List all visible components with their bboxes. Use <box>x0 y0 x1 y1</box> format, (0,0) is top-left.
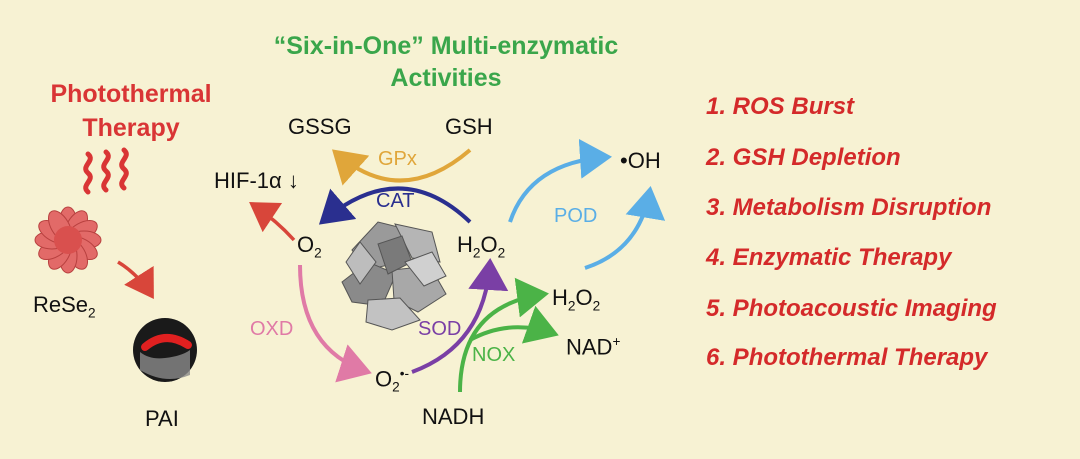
pai-label: PAI <box>145 406 179 431</box>
pod-label: POD <box>554 205 598 227</box>
cat-arrow <box>318 186 472 225</box>
pod-arrow <box>508 138 612 223</box>
nanozyme-cluster-icon <box>341 221 447 331</box>
nox-label: NOX <box>472 344 516 366</box>
outcome-item: 4. Enzymatic Therapy <box>706 244 952 271</box>
nox-arrow-nad <box>469 305 559 344</box>
gssg-label: GSSG <box>288 114 352 139</box>
therapy-title-line1: Photothermal <box>50 80 212 108</box>
superoxide-label: O2•- <box>375 366 410 395</box>
gsh-label: GSH <box>445 114 493 139</box>
pai-image <box>133 318 197 382</box>
outcome-item: 1. ROS Burst <box>706 93 855 120</box>
sod-label: SOD <box>418 318 462 340</box>
o2-label: O2 <box>297 232 322 261</box>
gpx-label: GPx <box>378 148 417 170</box>
gpx-arrow <box>332 148 472 186</box>
oh-label: •OH <box>620 148 661 173</box>
oxd-label: OXD <box>250 318 294 340</box>
h2o2-to-oh-arrow <box>584 186 666 270</box>
heat-waves-icon <box>83 147 129 195</box>
rese2-label: ReSe2 <box>33 292 96 321</box>
cat-label: CAT <box>376 190 415 212</box>
hif-label: HIF-1α ↓ <box>214 168 299 193</box>
nox-arrow-h2o2 <box>458 277 549 393</box>
outcome-item: 5. Photoacoustic Imaging <box>706 295 997 322</box>
therapy-title-line2: Therapy <box>82 114 180 142</box>
outcome-item: 3. Metabolism Disruption <box>706 194 992 221</box>
nadh-label: NADH <box>422 404 485 429</box>
h2o2-label-top: H2O2 <box>457 232 506 261</box>
outcome-item: 2. GSH Depletion <box>706 144 901 171</box>
figure-title-line1: “Six-in-One” Multi-enzymatic <box>273 32 619 60</box>
h2o2-label-nox: H2O2 <box>552 285 601 314</box>
rese2-nanoparticle-icon <box>34 206 102 274</box>
rese2-to-pai-arrow <box>117 260 154 299</box>
sod-arrow <box>411 258 509 374</box>
nad-label: NAD+ <box>566 334 621 360</box>
outcome-item: 6. Photothermal Therapy <box>706 344 988 371</box>
oxd-arrow <box>298 264 372 383</box>
o2-to-hif-arrow <box>249 202 296 242</box>
figure-title-line2: Activities <box>390 64 502 92</box>
